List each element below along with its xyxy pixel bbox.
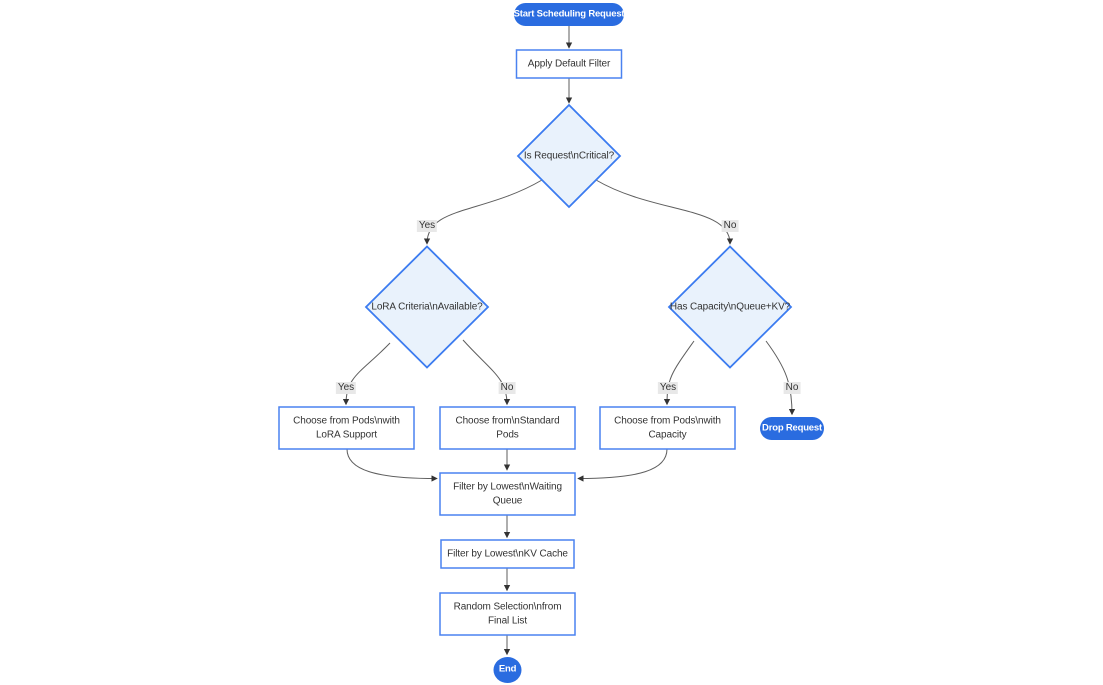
choose-standard-pods-line-1: Choose from\nStandard xyxy=(455,415,560,427)
start-node-shape xyxy=(514,3,624,26)
choose-standard-pods-node-shape xyxy=(439,406,576,450)
is-critical-decision-shape xyxy=(516,103,622,209)
filter-kv-cache-node-label: Filter by Lowest\nKV Cache xyxy=(447,548,568,560)
random-selection-line-1: Random Selection\nfrom xyxy=(453,601,562,613)
choose-lora-pods-line-2: LoRA Support xyxy=(315,429,378,440)
edge-lora-yes-to-choose-lora xyxy=(342,342,391,406)
choose-capacity-pods-node-shape xyxy=(599,406,736,450)
end-node-shape xyxy=(493,657,522,683)
end-node-label: End xyxy=(498,663,517,675)
edge-choose-lora-to-filter-queue xyxy=(346,448,438,482)
choose-standard-pods-line-2: Pods xyxy=(496,429,519,440)
edge-critical-yes-to-lora xyxy=(423,179,543,245)
has-capacity-decision-label: Has Capacity\nQueue+KV? xyxy=(669,301,791,313)
choose-lora-pods-line-1: Choose from Pods\nwith xyxy=(293,415,400,427)
random-selection-node-label: Random Selection\nfrom Final List xyxy=(454,601,562,628)
has-capacity-decision-shape xyxy=(667,245,793,369)
edge-label-critical-yes: Yes xyxy=(416,220,438,232)
filter-waiting-queue-line-2: Queue xyxy=(492,495,523,506)
edge-critical-no-to-capacity xyxy=(595,179,734,245)
edge-label-critical-no: No xyxy=(721,220,739,232)
choose-lora-pods-node-shape xyxy=(278,406,415,450)
filter-waiting-queue-node-label: Filter by Lowest\nWaiting Queue xyxy=(453,481,562,508)
node-shape-group xyxy=(278,3,824,683)
choose-lora-pods-node-label: Choose from Pods\nwith LoRA Support xyxy=(293,415,400,442)
apply-filter-node-label: Apply Default Filter xyxy=(527,58,611,70)
random-selection-node-shape xyxy=(439,592,576,636)
edge-label-lora-yes: Yes xyxy=(335,382,357,394)
edge-lora-no-to-choose-standard xyxy=(462,339,511,406)
random-selection-line-2: Final List xyxy=(487,615,528,626)
apply-filter-node-shape xyxy=(515,49,623,79)
filter-kv-cache-node-shape xyxy=(440,539,575,569)
edge-label-lora-no: No xyxy=(498,382,516,394)
choose-capacity-pods-node-label: Choose from Pods\nwith Capacity xyxy=(614,415,721,442)
start-node-label: Start Scheduling Request xyxy=(513,8,625,20)
edge-choose-capacity-to-filter-queue xyxy=(577,448,668,482)
choose-standard-pods-node-label: Choose from\nStandard Pods xyxy=(455,415,559,442)
filter-waiting-queue-line-1: Filter by Lowest\nWaiting xyxy=(453,481,562,493)
drop-request-node-label: Drop Request xyxy=(762,422,822,434)
drop-request-node-shape xyxy=(760,417,824,440)
is-critical-decision-label: Is Request\nCritical? xyxy=(523,150,615,162)
lora-criteria-decision-shape xyxy=(364,245,490,369)
choose-capacity-pods-line-1: Choose from Pods\nwith xyxy=(614,415,721,427)
lora-criteria-decision-label: LoRA Criteria\nAvailable? xyxy=(371,301,483,313)
edge-label-capacity-no: No xyxy=(783,382,801,394)
edge-capacity-no-to-drop xyxy=(765,340,796,416)
choose-capacity-pods-line-2: Capacity xyxy=(648,429,687,440)
edge-label-capacity-yes: Yes xyxy=(657,382,679,394)
filter-waiting-queue-node-shape xyxy=(439,472,576,516)
edge-group xyxy=(342,26,796,656)
edge-capacity-yes-to-choose-capacity xyxy=(663,340,695,406)
